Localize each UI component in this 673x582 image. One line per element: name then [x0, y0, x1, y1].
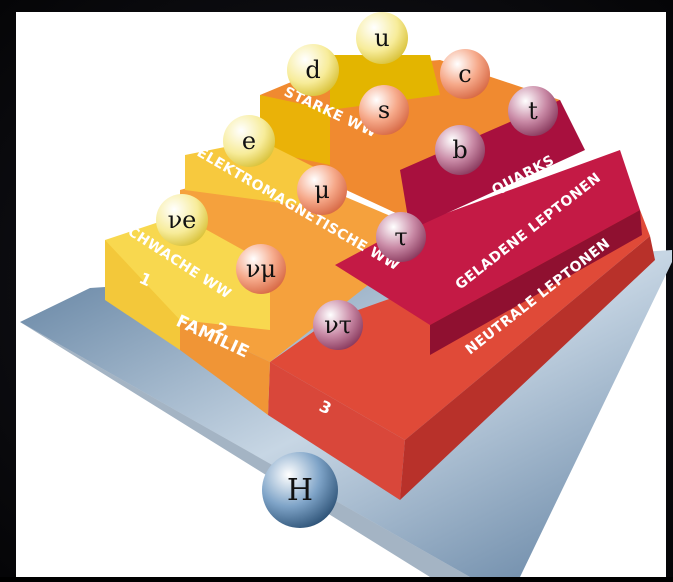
svg-text:νμ: νμ: [246, 255, 276, 283]
particle-b: b: [435, 125, 485, 175]
svg-text:b: b: [452, 136, 467, 164]
svg-text:τ: τ: [394, 223, 407, 251]
particle-nu-e: νe: [156, 194, 208, 246]
particle-mu: μ: [297, 165, 347, 215]
particle-nu-tau: ντ: [313, 300, 363, 350]
elektro-strip: [185, 140, 330, 210]
particle-u: u: [356, 12, 408, 64]
family1-front: [105, 240, 180, 350]
svg-text:c: c: [458, 60, 471, 88]
particle-t: t: [508, 86, 558, 136]
svg-text:s: s: [378, 96, 390, 124]
particle-tau: τ: [376, 212, 426, 262]
svg-text:νe: νe: [168, 206, 197, 234]
particle-s: s: [359, 85, 409, 135]
particle-d: d: [287, 44, 339, 96]
charged-leptons-side: [430, 210, 642, 355]
svg-text:u: u: [374, 24, 389, 52]
svg-text:t: t: [528, 97, 538, 125]
particle-c: c: [440, 49, 490, 99]
svg-text:d: d: [305, 56, 320, 84]
quarks-top-yellow: [330, 55, 440, 110]
svg-text:ντ: ντ: [324, 311, 352, 339]
starke-strip: [260, 95, 330, 165]
particle-e: e: [223, 115, 275, 167]
svg-text:H: H: [287, 473, 313, 508]
particle-higgs: H: [262, 452, 338, 528]
svg-text:e: e: [242, 127, 256, 155]
particle-nu-mu: νμ: [236, 244, 286, 294]
family3-front: [268, 362, 405, 500]
svg-text:μ: μ: [314, 176, 330, 204]
family2-front: [180, 320, 270, 415]
charged-leptons-top: [335, 150, 640, 325]
family3-side: [400, 236, 655, 500]
